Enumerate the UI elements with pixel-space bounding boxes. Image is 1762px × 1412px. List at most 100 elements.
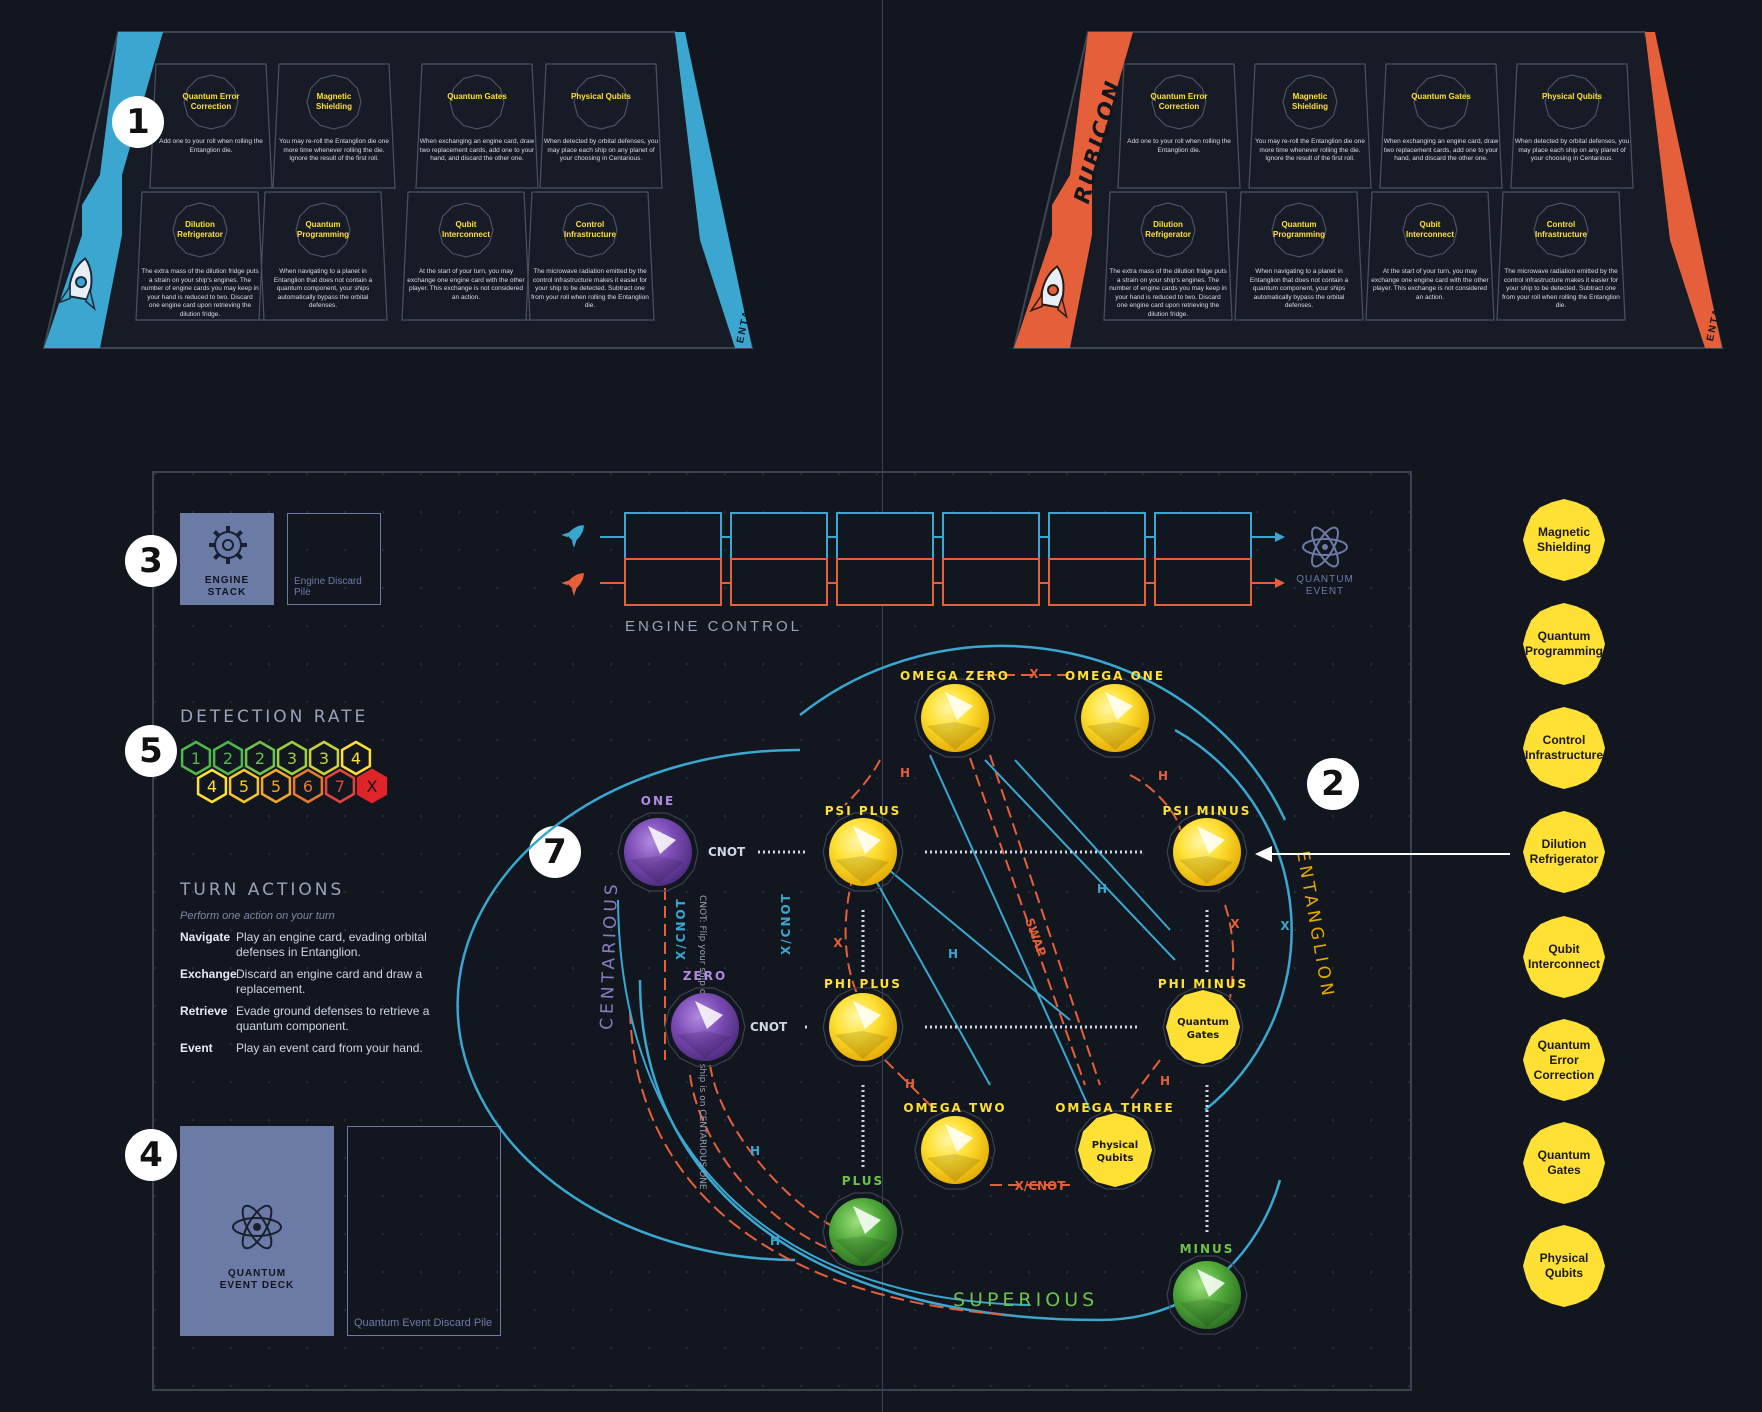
entanglion-orbit-right: [1174, 728, 1293, 1111]
edge-label-h: H: [900, 766, 910, 780]
board-card-text: At the start of your turn, you may excha…: [1371, 268, 1489, 301]
detection-hex-value: 3: [319, 749, 329, 768]
component-slot-outline: [1413, 74, 1469, 130]
planet-omega-two[interactable]: [921, 1116, 989, 1184]
entanglion-orbit-top: [799, 644, 1287, 821]
ship-board-mercenal: [42, 31, 754, 349]
component-token[interactable]: Magnetic Shielding: [1523, 499, 1605, 581]
planet-component-label: Quantum: [1177, 1017, 1229, 1028]
planet-omega-one[interactable]: [1081, 684, 1149, 752]
detection-hex[interactable]: [244, 740, 276, 776]
planet-omega-zero[interactable]: [921, 684, 989, 752]
component-slot-outline: [562, 202, 618, 258]
quantum-event-discard-pile[interactable]: Quantum Event Discard Pile: [347, 1126, 501, 1336]
detection-hex[interactable]: [212, 740, 244, 776]
board-card-text: Add one to your roll when rolling the En…: [1127, 138, 1231, 154]
detection-hex-value: 1: [191, 749, 201, 768]
planet-omega-three-component[interactable]: [1078, 1113, 1152, 1187]
detection-hex[interactable]: [260, 768, 292, 804]
board-card-title: Physical Qubits: [1541, 92, 1603, 101]
edge-label-x: X: [1280, 919, 1290, 933]
edge-label-h: H: [905, 1077, 915, 1091]
planet-highlight: [945, 692, 973, 720]
component-token[interactable]: Qubit Interconnect: [1523, 916, 1605, 998]
component-token-label: Magnetic Shielding: [1537, 525, 1591, 554]
planet-phi-plus[interactable]: [829, 993, 897, 1061]
planet-plus[interactable]: [829, 1198, 897, 1266]
detection-hex[interactable]: [196, 768, 228, 804]
component-slot-outline: [183, 74, 239, 130]
engine-slot-blue: [624, 512, 722, 560]
detection-hex[interactable]: [292, 768, 324, 804]
engine-slot-orange: [1154, 558, 1252, 606]
pointer-arrow-head: [1255, 846, 1272, 862]
component-token-label: Qubit Interconnect: [1528, 942, 1601, 971]
planet-facet: [927, 1154, 981, 1182]
engine-discard-pile[interactable]: Engine Discard Pile: [287, 513, 381, 605]
engine-discard-label: Engine Discard Pile: [294, 576, 362, 598]
planet-highlight: [1197, 1269, 1225, 1297]
component-token[interactable]: Physical Qubits: [1523, 1225, 1605, 1307]
detection-hex[interactable]: [308, 740, 340, 776]
detection-hex-value: 2: [223, 749, 233, 768]
component-token[interactable]: Dilution Refrigerator: [1523, 811, 1605, 893]
planet-facet: [835, 856, 889, 884]
engine-slot-blue: [1048, 512, 1146, 560]
component-token[interactable]: Quantum Gates: [1523, 1122, 1605, 1204]
atom-icon-quantum-event: [1302, 526, 1348, 568]
badge-7: 7: [529, 826, 581, 878]
atom-icon: [232, 1204, 282, 1250]
planet-highlight: [853, 1001, 881, 1029]
component-token[interactable]: Quantum Error Correction: [1523, 1019, 1605, 1101]
detection-hex[interactable]: [340, 740, 372, 776]
board-card-title: Quantum Programming: [1272, 220, 1325, 239]
quantum-event-deck[interactable]: QUANTUM EVENT DECK: [180, 1126, 334, 1336]
planet-zero[interactable]: [671, 993, 739, 1061]
planet-orbit-ring: [914, 1110, 996, 1190]
detection-hex[interactable]: [228, 768, 260, 804]
region-label-superious: SUPERIOUS: [953, 1289, 1098, 1311]
planet-psi-plus[interactable]: [829, 818, 897, 886]
edge-label-h: H: [1158, 769, 1168, 783]
engine-slot-blue: [942, 512, 1040, 560]
planet-facet: [1179, 1299, 1233, 1327]
planet-orbit-ring: [822, 812, 904, 892]
planet-psi-minus[interactable]: [1173, 818, 1241, 886]
board-card-frame: [1234, 191, 1364, 321]
detection-hex[interactable]: [356, 768, 388, 804]
detection-hex-value: X: [367, 777, 378, 796]
planet-highlight: [1197, 826, 1225, 854]
board-card-frame: [149, 63, 273, 189]
component-token[interactable]: Control Infrastructure: [1523, 707, 1605, 789]
component-slot-outline: [573, 74, 629, 130]
board-card-frame: [1379, 63, 1503, 189]
board-card-frame: [1103, 191, 1233, 321]
engine-stack[interactable]: ENGINE STACK: [180, 513, 274, 605]
edge-label-x: X: [833, 936, 843, 950]
board-card-title: Dilution Refrigerator: [177, 220, 223, 239]
planet-label-minus: MINUS: [1180, 1242, 1235, 1256]
component-token-label: Quantum Gates: [1537, 1148, 1591, 1177]
planet-orbit-ring: [664, 987, 746, 1067]
board-card-text: At the start of your turn, you may excha…: [407, 268, 525, 301]
detection-hex[interactable]: [276, 740, 308, 776]
planet-one[interactable]: [624, 818, 692, 886]
detection-hex-value: 4: [207, 777, 217, 796]
detection-hex-value: 5: [271, 777, 281, 796]
edge-label-h: H: [1160, 1074, 1170, 1088]
detection-hex[interactable]: [324, 768, 356, 804]
turn-actions-subtitle: Perform one action on your turn: [180, 910, 335, 922]
planet-phi-minus-component[interactable]: [1166, 990, 1240, 1064]
board-card-title: Quantum Programming: [296, 220, 349, 239]
edge-label-x: X: [1029, 667, 1039, 681]
planet-minus[interactable]: [1173, 1261, 1241, 1329]
component-token[interactable]: Quantum Programming: [1523, 603, 1605, 685]
component-slot-outline: [1533, 202, 1589, 258]
detection-hex[interactable]: [180, 740, 212, 776]
engine-slot-blue: [730, 512, 828, 560]
board-card-frame: [539, 63, 663, 189]
detection-hex-value: 4: [351, 749, 361, 768]
